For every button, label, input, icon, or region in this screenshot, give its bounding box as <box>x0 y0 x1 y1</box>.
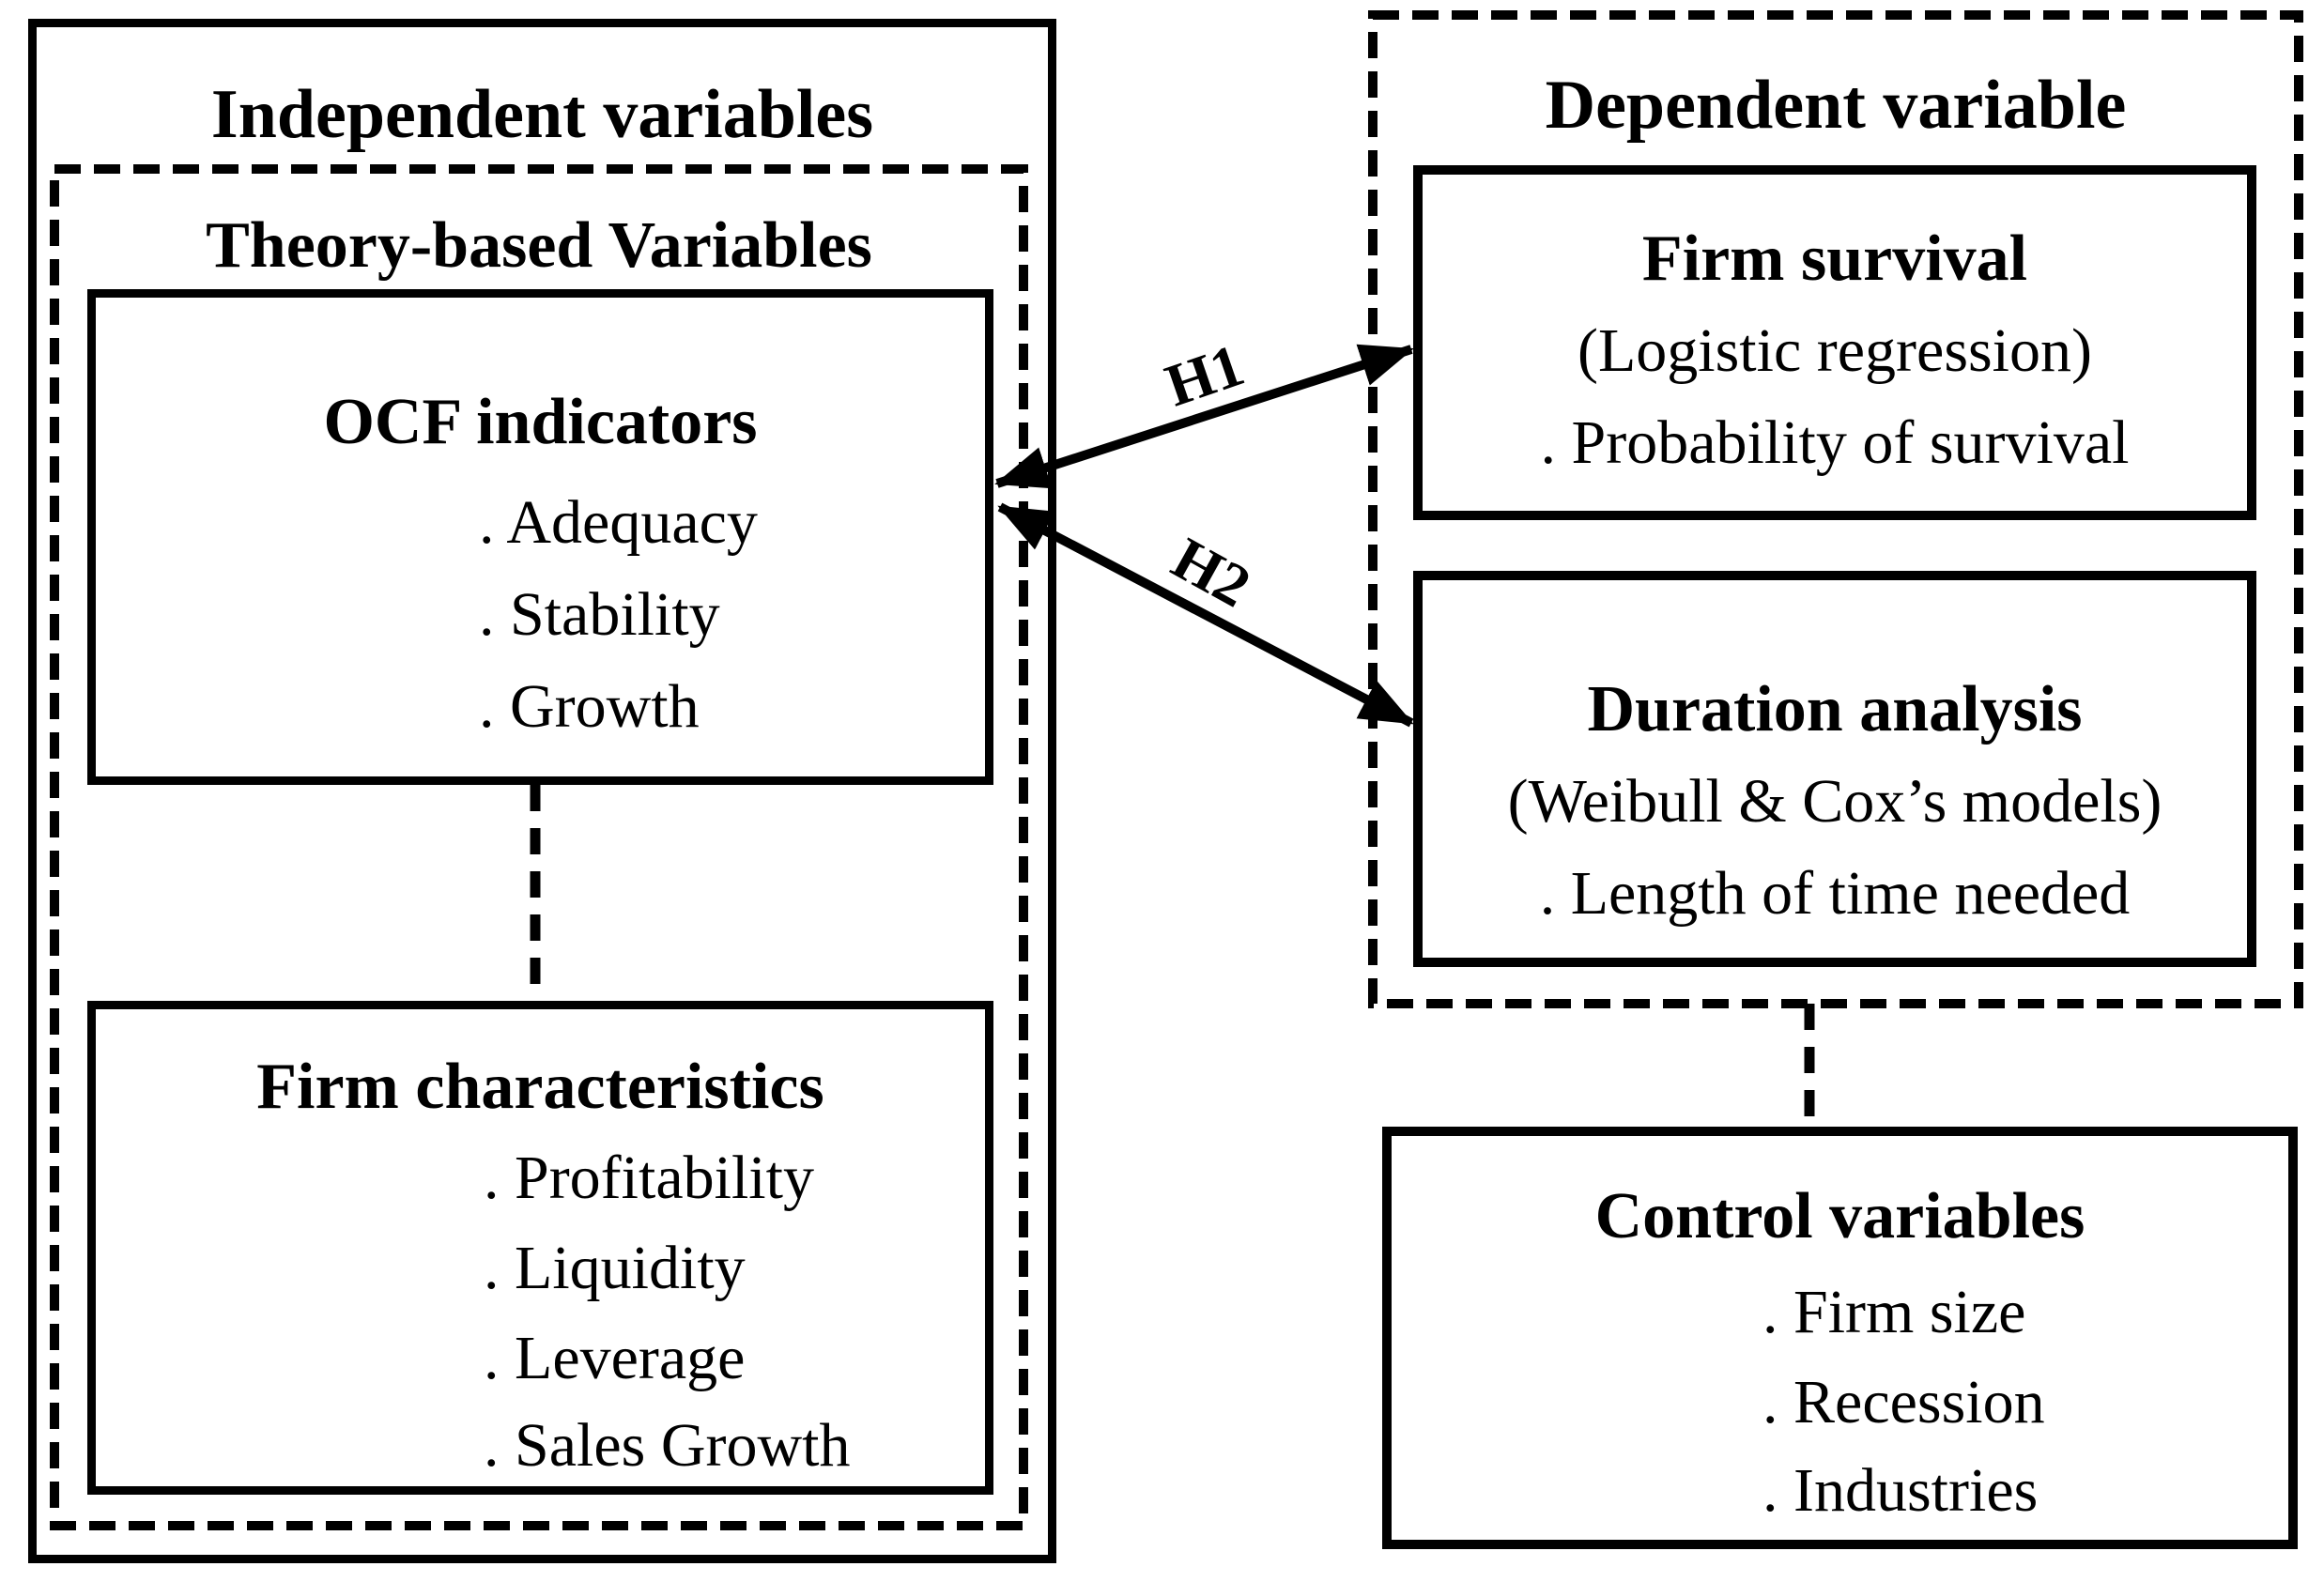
theory-based-variables-title: Theory-based Variables <box>206 209 872 282</box>
independent-variables-title: Independent variables <box>210 76 874 153</box>
independent-variables-box: Independent variables <box>28 19 1056 1563</box>
ocf-indicators-title: OCF indicators <box>323 386 758 458</box>
duration-analysis-box: Duration analysis (Weibull & Cox’s model… <box>1413 571 2256 967</box>
ocf-item-growth: . Growth <box>479 672 700 741</box>
dependent-variable-title: Dependent variable <box>1545 67 2127 144</box>
ocf-item-adequacy: . Adequacy <box>479 488 758 557</box>
firm-characteristics-title: Firm characteristics <box>256 1051 824 1123</box>
firm-item-liquidity: . Liquidity <box>484 1234 746 1302</box>
h1-arrow <box>994 344 1414 489</box>
firm-item-profitability: . Profitability <box>484 1144 814 1212</box>
firm-item-sales-growth: . Sales Growth <box>484 1411 851 1480</box>
duration-analysis-output: . Length of time needed <box>1539 859 2131 928</box>
control-item-firm-size: . Firm size <box>1762 1278 2026 1346</box>
firm-survival-method: (Logistic regression) <box>1577 316 2092 385</box>
duration-analysis-title: Duration analysis <box>1587 673 2083 745</box>
control-variables-box: Control variables . Firm size . Recessio… <box>1382 1127 2298 1549</box>
firm-survival-box: Firm survival (Logistic regression) . Pr… <box>1413 165 2256 520</box>
theory-based-dashed-box <box>50 164 1028 1530</box>
h2-arrow <box>997 502 1414 728</box>
duration-analysis-method: (Weibull & Cox’s models) <box>1507 767 2162 836</box>
control-item-recession: . Recession <box>1762 1368 2045 1436</box>
ocf-item-stability: . Stability <box>479 580 720 649</box>
ocf-indicators-box: OCF indicators . Adequacy . Stability . … <box>87 289 993 785</box>
firm-item-leverage: . Leverage <box>484 1324 746 1392</box>
firm-characteristics-box: Firm characteristics . Profitability . L… <box>87 1001 993 1495</box>
control-variables-title: Control variables <box>1594 1180 2085 1252</box>
firm-survival-output: . Probability of survival <box>1540 408 2130 477</box>
firm-survival-title: Firm survival <box>1641 223 2028 295</box>
control-item-industries: . Industries <box>1762 1456 2039 1525</box>
